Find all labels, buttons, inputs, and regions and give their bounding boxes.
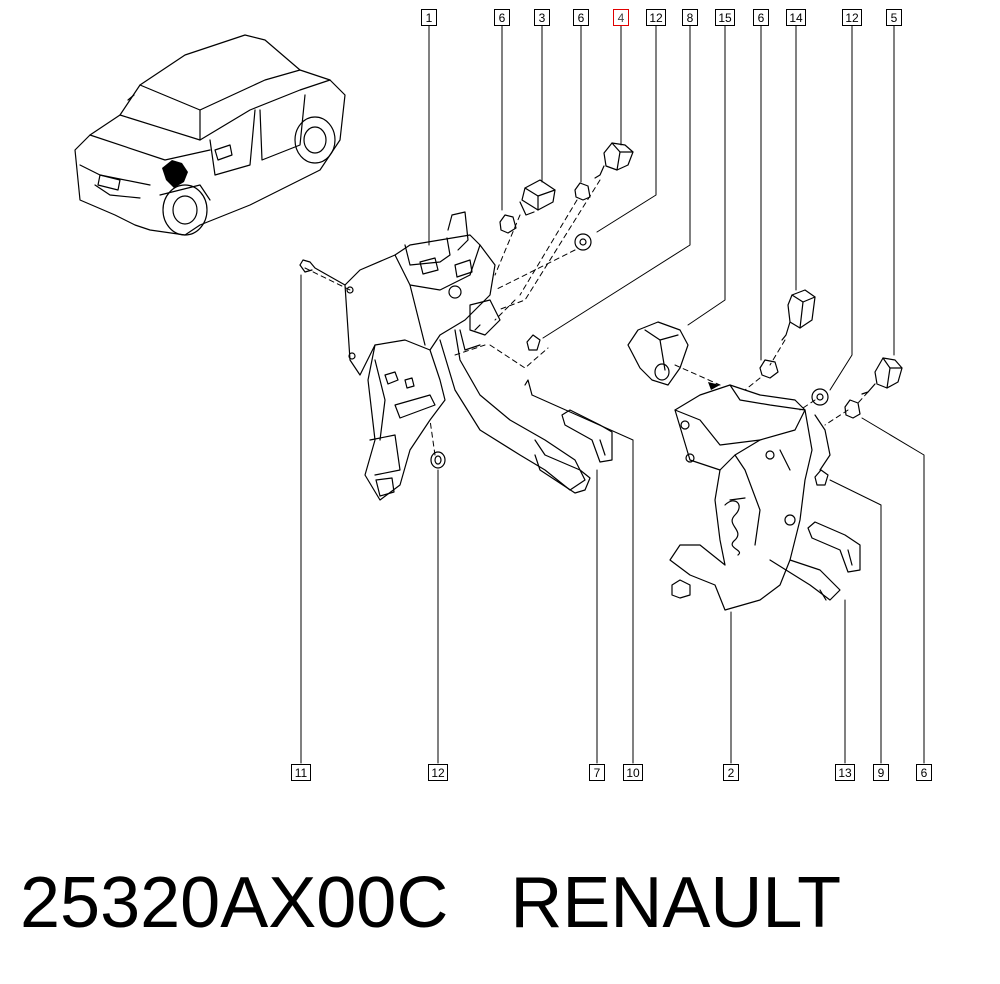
clip-9 xyxy=(814,469,829,486)
brand-name: RENAULT xyxy=(510,863,842,943)
bolt-11 xyxy=(299,259,346,286)
clip-8 xyxy=(526,334,541,351)
part-number: 25320AX00C xyxy=(20,863,449,943)
pad-7 xyxy=(561,409,613,463)
callout-3: 3 xyxy=(534,9,550,26)
callout-2: 2 xyxy=(723,764,739,781)
callout-14: 14 xyxy=(786,9,806,26)
pedal-location-marker xyxy=(162,160,188,188)
pin-10 xyxy=(524,379,533,396)
callout-12: 12 xyxy=(646,9,666,26)
callout-9: 9 xyxy=(873,764,889,781)
clip-6-right-upper xyxy=(759,359,779,379)
pad-13 xyxy=(807,521,861,573)
sensor-5 xyxy=(861,357,903,395)
callout-6: 6 xyxy=(573,9,589,26)
vehicle-location-illustration xyxy=(74,34,346,236)
callout-10: 10 xyxy=(623,764,643,781)
potentiometer-15 xyxy=(627,321,689,386)
callout-6: 6 xyxy=(494,9,510,26)
callout-11: 11 xyxy=(291,764,311,781)
switch-3 xyxy=(519,179,556,216)
clip-6-right-lower xyxy=(844,399,861,419)
callout-8: 8 xyxy=(682,9,698,26)
pedal-bracket-right xyxy=(669,384,841,611)
sensor-4 xyxy=(594,142,634,179)
callout-7: 7 xyxy=(589,764,605,781)
part-caption: 25320AX00C RENAULT xyxy=(20,858,980,948)
arrowheads xyxy=(708,382,720,390)
dashed-assembly-lines xyxy=(304,179,869,456)
pedal-bracket-left xyxy=(344,211,591,501)
callout-1: 1 xyxy=(421,9,437,26)
clip-6-left xyxy=(499,214,517,234)
nut-12-left-lower xyxy=(430,451,446,469)
grommet-12-center xyxy=(574,233,592,251)
callout-6: 6 xyxy=(916,764,932,781)
callout-15: 15 xyxy=(715,9,735,26)
leader-lines xyxy=(300,25,925,764)
callout-12: 12 xyxy=(842,9,862,26)
grommet-12-right xyxy=(811,388,829,406)
callout-12: 12 xyxy=(428,764,448,781)
callout-5: 5 xyxy=(886,9,902,26)
callout-13: 13 xyxy=(835,764,855,781)
clip-6-center xyxy=(574,182,591,201)
callout-4-highlighted: 4 xyxy=(613,9,629,26)
callout-6: 6 xyxy=(753,9,769,26)
switch-14 xyxy=(781,289,816,341)
